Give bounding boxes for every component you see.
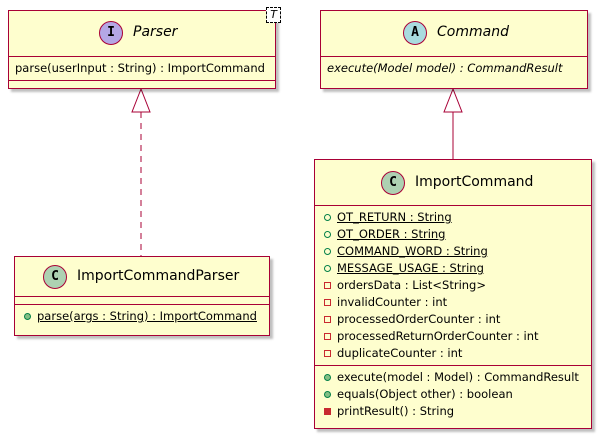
private-field-icon xyxy=(323,316,331,323)
command-header: A Command xyxy=(321,11,587,57)
field-orders-data: ordersData : List<String> xyxy=(321,277,591,294)
public-field-icon xyxy=(323,231,331,238)
private-field-icon xyxy=(323,282,331,289)
parser-operation: parse(userInput : String) : ImportComman… xyxy=(15,61,265,75)
parser-interface: I Parser parse(userInput : String) : Imp… xyxy=(8,7,281,89)
import-command-class-name: ImportCommand xyxy=(415,174,534,190)
parser-class-name: Parser xyxy=(133,24,178,40)
import-command-parser-class-name: ImportCommandParser xyxy=(77,268,240,284)
class-badge-icon: C xyxy=(381,171,405,195)
abstract-badge-icon: A xyxy=(403,21,427,45)
public-field-icon xyxy=(323,265,331,272)
command-operations: execute(Model model) : CommandResult xyxy=(321,57,587,80)
operation-execute: execute(model : Model) : CommandResult xyxy=(321,369,591,386)
import-command-parser-operation: parse(args : String) : ImportCommand xyxy=(21,308,269,325)
field-command-word: COMMAND_WORD : String xyxy=(321,243,591,260)
public-method-icon xyxy=(323,391,331,398)
field-processed-return-order-counter: processedReturnOrderCounter : int xyxy=(321,328,591,345)
import-command-parser-class: C ImportCommandParser parse(args : Strin… xyxy=(14,256,270,336)
command-operation: execute(Model model) : CommandResult xyxy=(327,61,563,75)
public-method-icon xyxy=(23,313,31,320)
field-message-usage: MESSAGE_USAGE : String xyxy=(321,260,591,277)
command-class-name: Command xyxy=(437,24,509,40)
import-command-parser-header: C ImportCommandParser xyxy=(15,257,269,297)
field-ot-order: OT_ORDER : String xyxy=(321,226,591,243)
import-command-fields: OT_RETURN : String OT_ORDER : String COM… xyxy=(315,206,591,366)
operation-equals: equals(Object other) : boolean xyxy=(321,386,591,403)
import-command-header: C ImportCommand xyxy=(315,160,591,206)
import-command-operations: execute(model : Model) : CommandResult e… xyxy=(315,366,591,423)
private-method-icon xyxy=(323,408,331,415)
class-badge-icon: C xyxy=(43,265,67,289)
public-field-icon xyxy=(323,214,331,221)
field-processed-order-counter: processedOrderCounter : int xyxy=(321,311,591,328)
command-abstract-class: A Command execute(Model model) : Command… xyxy=(320,10,588,89)
private-field-icon xyxy=(323,333,331,340)
field-ot-return: OT_RETURN : String xyxy=(321,209,591,226)
public-field-icon xyxy=(323,248,331,255)
parser-operations: parse(userInput : String) : ImportComman… xyxy=(9,57,275,81)
realization-arrowhead xyxy=(131,87,151,113)
private-field-icon xyxy=(323,350,331,357)
field-duplicate-counter: duplicateCounter : int xyxy=(321,345,591,362)
interface-badge-icon: I xyxy=(99,21,123,45)
import-command-parser-fields xyxy=(15,297,269,305)
import-command-class: C ImportCommand OT_RETURN : String OT_OR… xyxy=(314,159,592,429)
parser-template-parameter: T xyxy=(266,7,281,23)
operation-print-result: printResult() : String xyxy=(321,403,591,420)
parser-header: I Parser xyxy=(9,11,275,57)
private-field-icon xyxy=(323,299,331,306)
field-invalid-counter: invalidCounter : int xyxy=(321,294,591,311)
public-method-icon xyxy=(323,374,331,381)
import-command-parser-operations: parse(args : String) : ImportCommand xyxy=(15,305,269,328)
generalization-arrowhead xyxy=(443,87,463,113)
